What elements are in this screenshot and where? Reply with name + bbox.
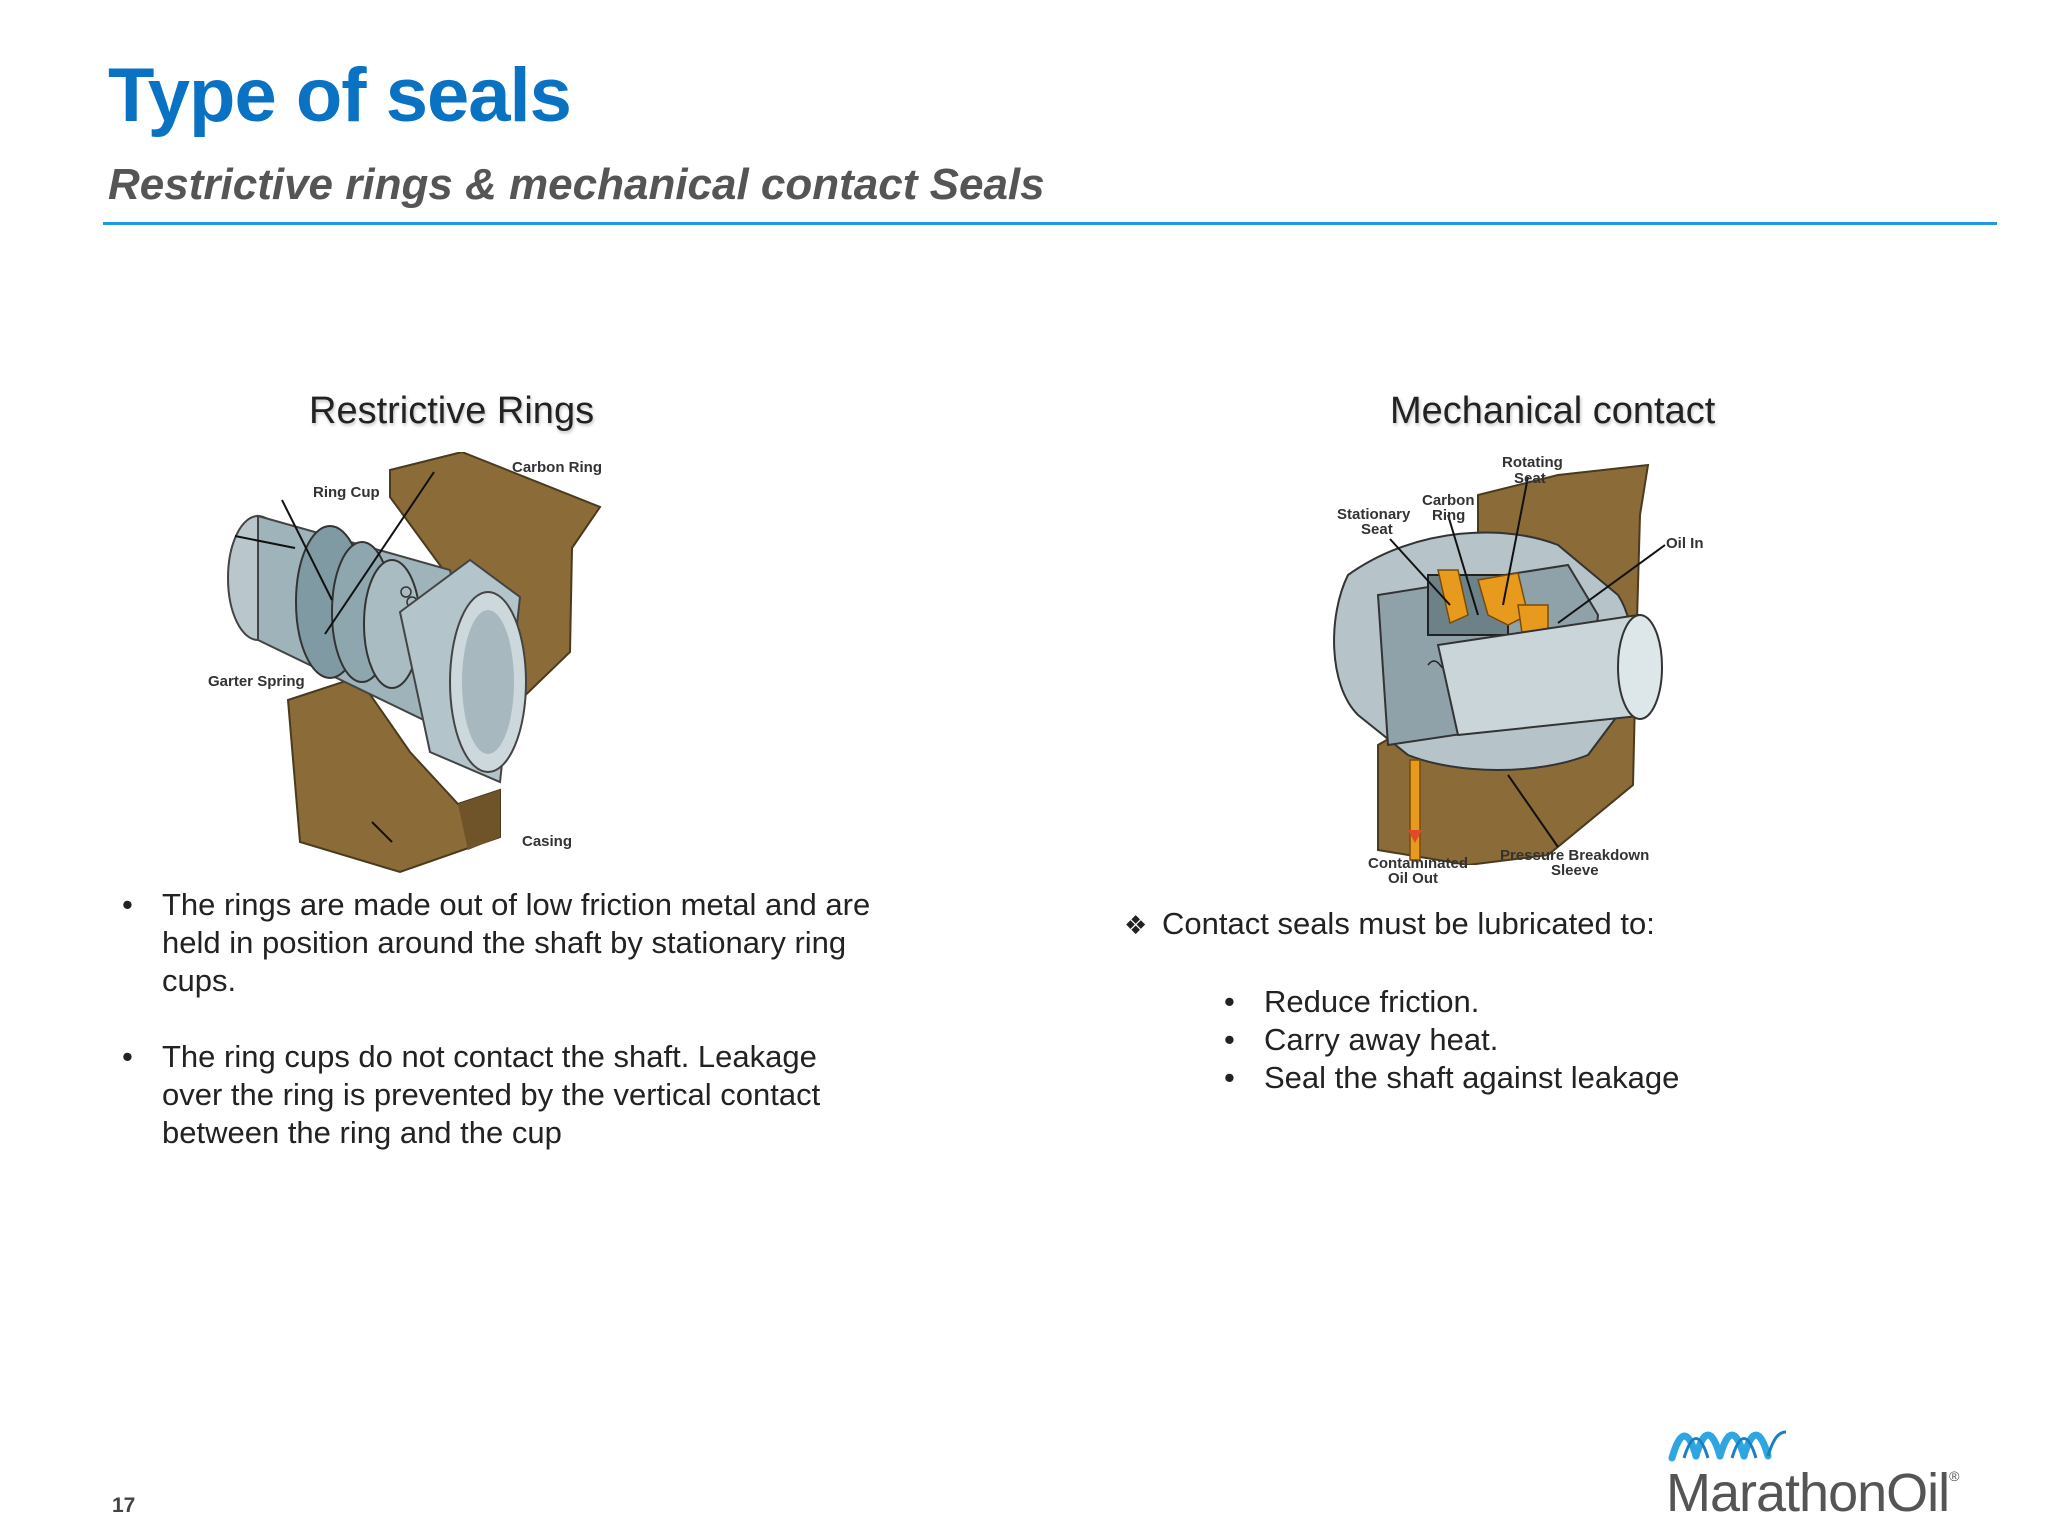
bullet-icon: •	[1224, 983, 1235, 1021]
bullet-icon: •	[1224, 1021, 1235, 1059]
rotating-seat-label-2: Seat	[1514, 470, 1546, 487]
carbon-ring-label-2: Ring	[1432, 507, 1465, 524]
contaminated-oil-label-2: Oil Out	[1388, 870, 1438, 887]
lubrication-lead: ❖Contact seals must be lubricated to:	[1124, 906, 1655, 942]
diamond-bullet-icon: ❖	[1124, 910, 1162, 941]
stationary-seat-label-2: Seat	[1361, 521, 1393, 538]
pressure-sleeve-label-2: Sleeve	[1551, 862, 1599, 879]
list-item: • Seal the shaft against leakage	[1224, 1059, 1679, 1097]
marathon-oil-logo-icon	[1664, 1422, 1794, 1467]
lubrication-list: • Reduce friction. • Carry away heat. • …	[1224, 983, 1679, 1097]
oil-in-label: Oil In	[1666, 535, 1704, 552]
marathon-oil-logo-text: MarathonOil®	[1666, 1462, 1958, 1524]
page-number: 17	[112, 1494, 135, 1518]
rotating-seat-label: Rotating	[1502, 454, 1563, 471]
list-item: • Carry away heat.	[1224, 1021, 1679, 1059]
bullet-icon: •	[1224, 1059, 1235, 1097]
list-item: • Reduce friction.	[1224, 983, 1679, 1021]
